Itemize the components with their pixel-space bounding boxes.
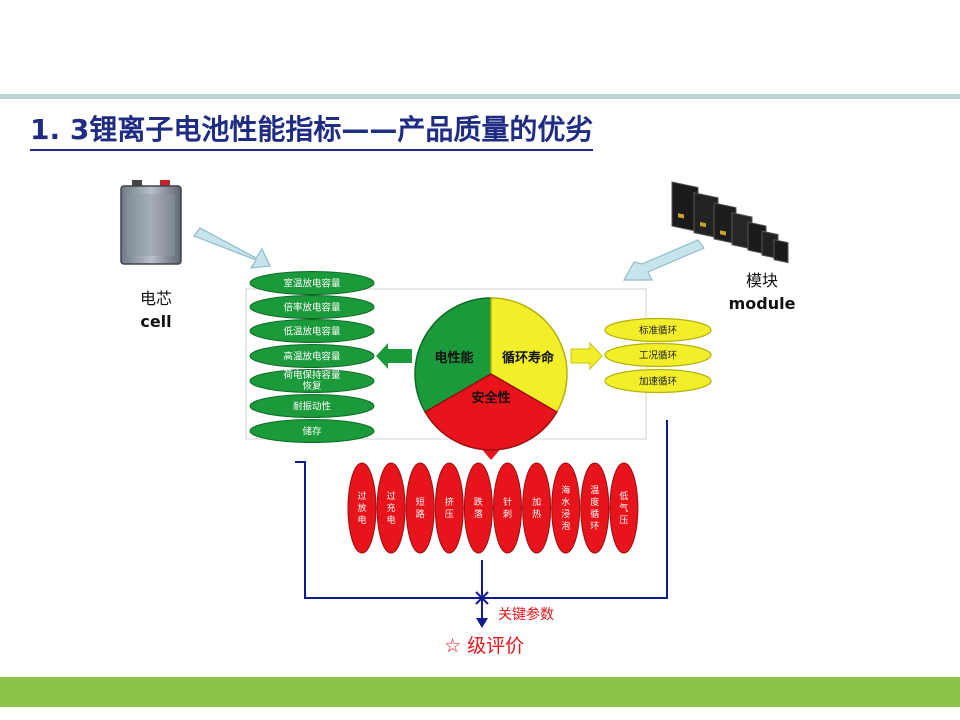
bottom-accent-bar xyxy=(0,677,960,707)
safety-item-label: 短路 xyxy=(416,496,425,520)
left-item-5: 荷电保持容量恢复 xyxy=(249,369,375,393)
page-title: 1. 3锂离子电池性能指标——产品质量的优劣 xyxy=(30,108,594,151)
safety-item-oval xyxy=(463,462,493,554)
safety-item-4: 挤压 xyxy=(434,462,464,554)
right-item-oval xyxy=(604,368,712,394)
safety-item-1: 过放电 xyxy=(347,462,377,554)
module-label-en: module xyxy=(729,294,796,313)
safety-item-6: 针刺 xyxy=(493,462,522,554)
safety-item-oval xyxy=(609,462,639,554)
pie-label-safety: 安全性 xyxy=(471,390,510,406)
pie-slice-safety xyxy=(424,373,558,451)
key-param-arrowhead xyxy=(476,618,488,628)
pie-label-electrical: 电性能 xyxy=(434,350,473,366)
junction-cross xyxy=(475,591,489,605)
right-item-oval xyxy=(604,342,712,368)
bracket-line xyxy=(295,420,668,599)
safety-item-oval xyxy=(522,462,552,554)
safety-item-10: 低气压 xyxy=(609,462,639,554)
module-label-cn: 模块 xyxy=(746,271,778,290)
module-battery-icon xyxy=(671,181,789,264)
cell-battery-icon xyxy=(120,180,182,265)
right-item-1: 标准循环 xyxy=(604,317,712,343)
right-item-label: 工况循环 xyxy=(639,350,677,362)
module-arrow xyxy=(622,239,705,281)
left-item-oval xyxy=(249,319,375,343)
top-divider-bar xyxy=(0,94,960,99)
left-item-label: 耐振动性 xyxy=(293,401,332,413)
right-arrow xyxy=(570,341,603,371)
right-item-label: 标准循环 xyxy=(639,325,677,337)
left-arrow xyxy=(376,343,412,369)
safety-item-7: 加热 xyxy=(522,462,552,554)
left-item-oval xyxy=(249,295,375,319)
left-item-4: 高温放电容量 xyxy=(249,344,375,368)
left-item-oval xyxy=(249,271,375,295)
safety-item-label: 温度循环 xyxy=(590,485,599,532)
right-item-label: 加速循环 xyxy=(639,376,677,388)
safety-item-label: 加热 xyxy=(532,497,541,520)
safety-item-5: 跌落 xyxy=(463,462,493,554)
left-item-label: 室温放电容量 xyxy=(283,278,341,290)
safety-item-oval xyxy=(580,462,610,554)
safety-item-label: 跌落 xyxy=(474,497,483,520)
cell-label-en: cell xyxy=(140,312,171,331)
left-item-1: 室温放电容量 xyxy=(249,271,375,295)
safety-item-label: 过放电 xyxy=(357,490,366,526)
left-item-2: 倍率放电容量 xyxy=(249,295,375,319)
safety-item-oval xyxy=(551,462,581,554)
left-item-oval xyxy=(249,394,375,418)
left-item-3: 低温放电容量 xyxy=(249,319,375,343)
safety-item-9: 温度循环 xyxy=(580,462,610,554)
cell-label-cn: 电芯 xyxy=(140,289,172,308)
right-item-3: 加速循环 xyxy=(604,368,712,394)
left-item-label: 荷电保持容量恢复 xyxy=(283,369,341,392)
left-item-label: 低温放电容量 xyxy=(283,326,341,338)
right-item-oval xyxy=(604,317,712,343)
cell-arrow xyxy=(193,227,271,269)
left-item-label: 倍率放电容量 xyxy=(283,302,341,314)
left-item-label: 高温放电容量 xyxy=(283,351,341,363)
left-item-oval xyxy=(249,419,375,443)
performance-pie: 电性能 循环寿命 安全性 xyxy=(414,297,568,451)
safety-item-oval xyxy=(405,462,435,554)
safety-item-3: 短路 xyxy=(405,462,435,554)
safety-item-label: 针刺 xyxy=(503,496,512,520)
left-item-oval xyxy=(249,369,375,393)
left-item-label: 储存 xyxy=(302,426,322,438)
pie-slice-electrical xyxy=(414,297,492,414)
right-item-2: 工况循环 xyxy=(604,342,712,368)
left-item-oval xyxy=(249,344,375,368)
safety-item-8: 海水浸泡 xyxy=(551,462,581,554)
pie-slice-cycle-life xyxy=(490,297,568,414)
safety-item-oval xyxy=(493,462,522,554)
left-item-6: 耐振动性 xyxy=(249,394,375,418)
safety-item-oval xyxy=(434,462,464,554)
safety-item-oval xyxy=(347,462,377,554)
safety-item-2: 过充电 xyxy=(376,462,406,554)
safety-item-label: 挤压 xyxy=(445,496,454,520)
safety-item-oval xyxy=(376,462,406,554)
safety-item-label: 过充电 xyxy=(387,490,396,526)
grade-evaluation-label: ☆ 级评价 xyxy=(444,635,524,657)
key-parameters-label: 关键参数 xyxy=(498,606,554,623)
pie-label-cycle-life: 循环寿命 xyxy=(502,350,555,366)
left-item-7: 储存 xyxy=(249,419,375,443)
safety-item-label: 海水浸泡 xyxy=(561,484,570,532)
safety-item-label: 低气压 xyxy=(619,490,628,526)
